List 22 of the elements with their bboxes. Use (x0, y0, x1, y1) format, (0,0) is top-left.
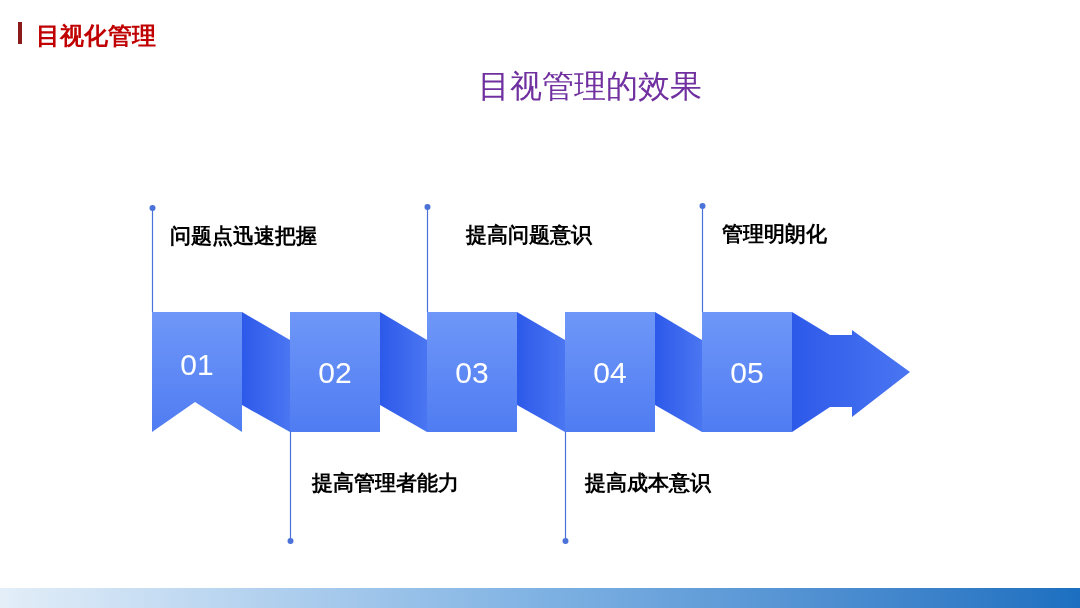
ribbon-segment (427, 312, 517, 432)
leader-line (699, 203, 706, 313)
step-number: 05 (730, 354, 764, 391)
step-number: 02 (318, 354, 352, 391)
ribbon-segment (565, 312, 655, 432)
effect-label: 提高成本意识 (585, 469, 711, 497)
ribbon-segment (290, 312, 380, 432)
page-heading: 目视化管理 (36, 21, 156, 52)
leader-line (424, 204, 431, 313)
leader-line (149, 205, 156, 313)
step-number: 04 (593, 354, 627, 391)
effect-label: 提高问题意识 (466, 221, 592, 249)
effect-label: 管理明朗化 (722, 220, 827, 248)
diagram-title: 目视管理的效果 (477, 66, 703, 107)
ribbon-segment (152, 312, 242, 432)
leader-line (287, 431, 294, 544)
ribbon-segment (702, 312, 792, 432)
effect-label: 问题点迅速把握 (170, 222, 317, 250)
step-number: 01 (180, 346, 214, 383)
effect-label: 提高管理者能力 (312, 469, 459, 497)
leader-line (562, 431, 569, 544)
step-number: 03 (455, 354, 489, 391)
